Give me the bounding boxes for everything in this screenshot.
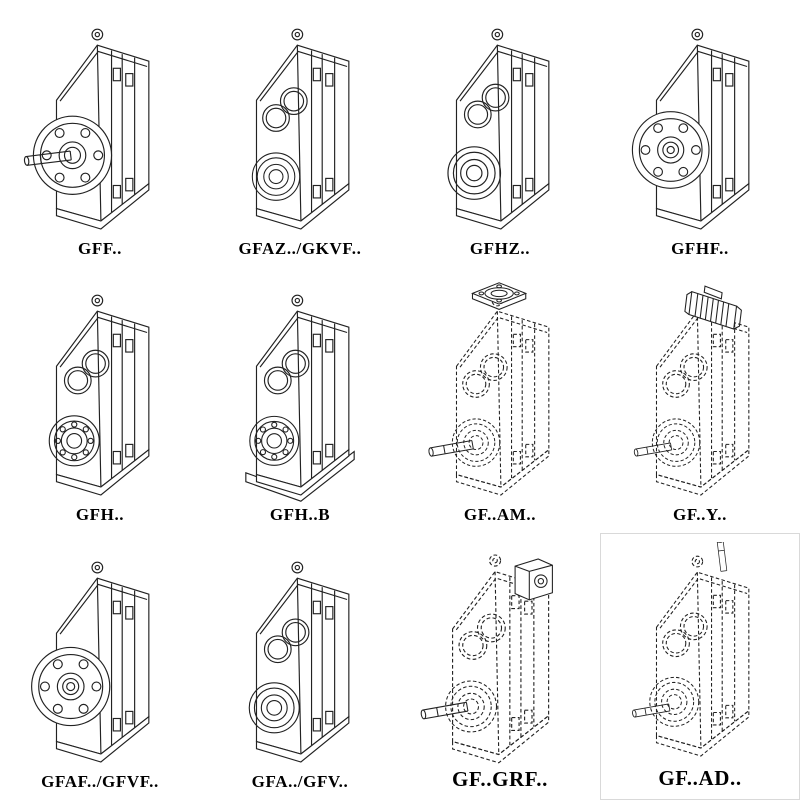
- gearbox-model-label: GFHZ..: [469, 238, 531, 258]
- gearbox-with-motor-icon: [633, 283, 750, 496]
- gearbox-hollow-shaft-icon: [248, 561, 350, 763]
- gearbox-hollow-shrink-disc-icon: [447, 28, 550, 230]
- gearbox-model-label: GFA../GFV..: [251, 771, 349, 791]
- gearbox-hollow-bearing-icon: [48, 294, 150, 496]
- gearbox-model-label: GF..Y..: [673, 505, 727, 525]
- gearbox-model-label: GFAF../GFVF..: [41, 771, 159, 791]
- gearbox-cell: GF..AM..: [400, 267, 600, 534]
- gearbox-model-label: GFF..: [78, 238, 122, 258]
- gearbox-cell: GFAZ../GKVF..: [200, 0, 400, 267]
- gearbox-flange-solid-shaft-icon: [23, 28, 150, 230]
- gearbox-cell: GFF..: [0, 0, 200, 267]
- gearbox-cell: GFAF../GFVF..: [0, 533, 200, 800]
- gearbox-model-label: GFHF..: [671, 238, 729, 258]
- gearbox-shaft-adapter-icon: [631, 541, 750, 757]
- gearbox-cell: GFH..: [0, 267, 200, 534]
- gearbox-input-adapter-icon: [420, 554, 553, 764]
- gearbox-cell: GF..GRF..: [400, 533, 600, 800]
- gearbox-model-label: GFAZ../GKVF..: [238, 238, 362, 258]
- gearbox-motor-adapter-icon: [427, 282, 550, 496]
- gearbox-model-label: GFH..B: [269, 505, 331, 525]
- gearbox-cell: GFH..B: [200, 267, 400, 534]
- gearbox-cell: GFHZ..: [400, 0, 600, 267]
- gearbox-model-label: GF..AM..: [463, 505, 537, 525]
- gearbox-cell: GF..AD..: [600, 533, 800, 800]
- gearbox-cell: GF..Y..: [600, 267, 800, 534]
- gearbox-model-label: GF..GRF..: [451, 766, 549, 791]
- gearbox-cell: GFA../GFV..: [200, 533, 400, 800]
- gearbox-model-label: GF..AD..: [658, 765, 742, 790]
- gearbox-flange-hollow-icon: [631, 28, 750, 230]
- gearbox-flange-hollow-icon: [31, 561, 150, 763]
- gearbox-cell: GFHF..: [600, 0, 800, 267]
- gearbox-model-label: GFH..: [75, 505, 125, 525]
- gearbox-hollow-shaft-icon: [251, 28, 350, 230]
- gearbox-foot-mounted-icon: [245, 294, 355, 503]
